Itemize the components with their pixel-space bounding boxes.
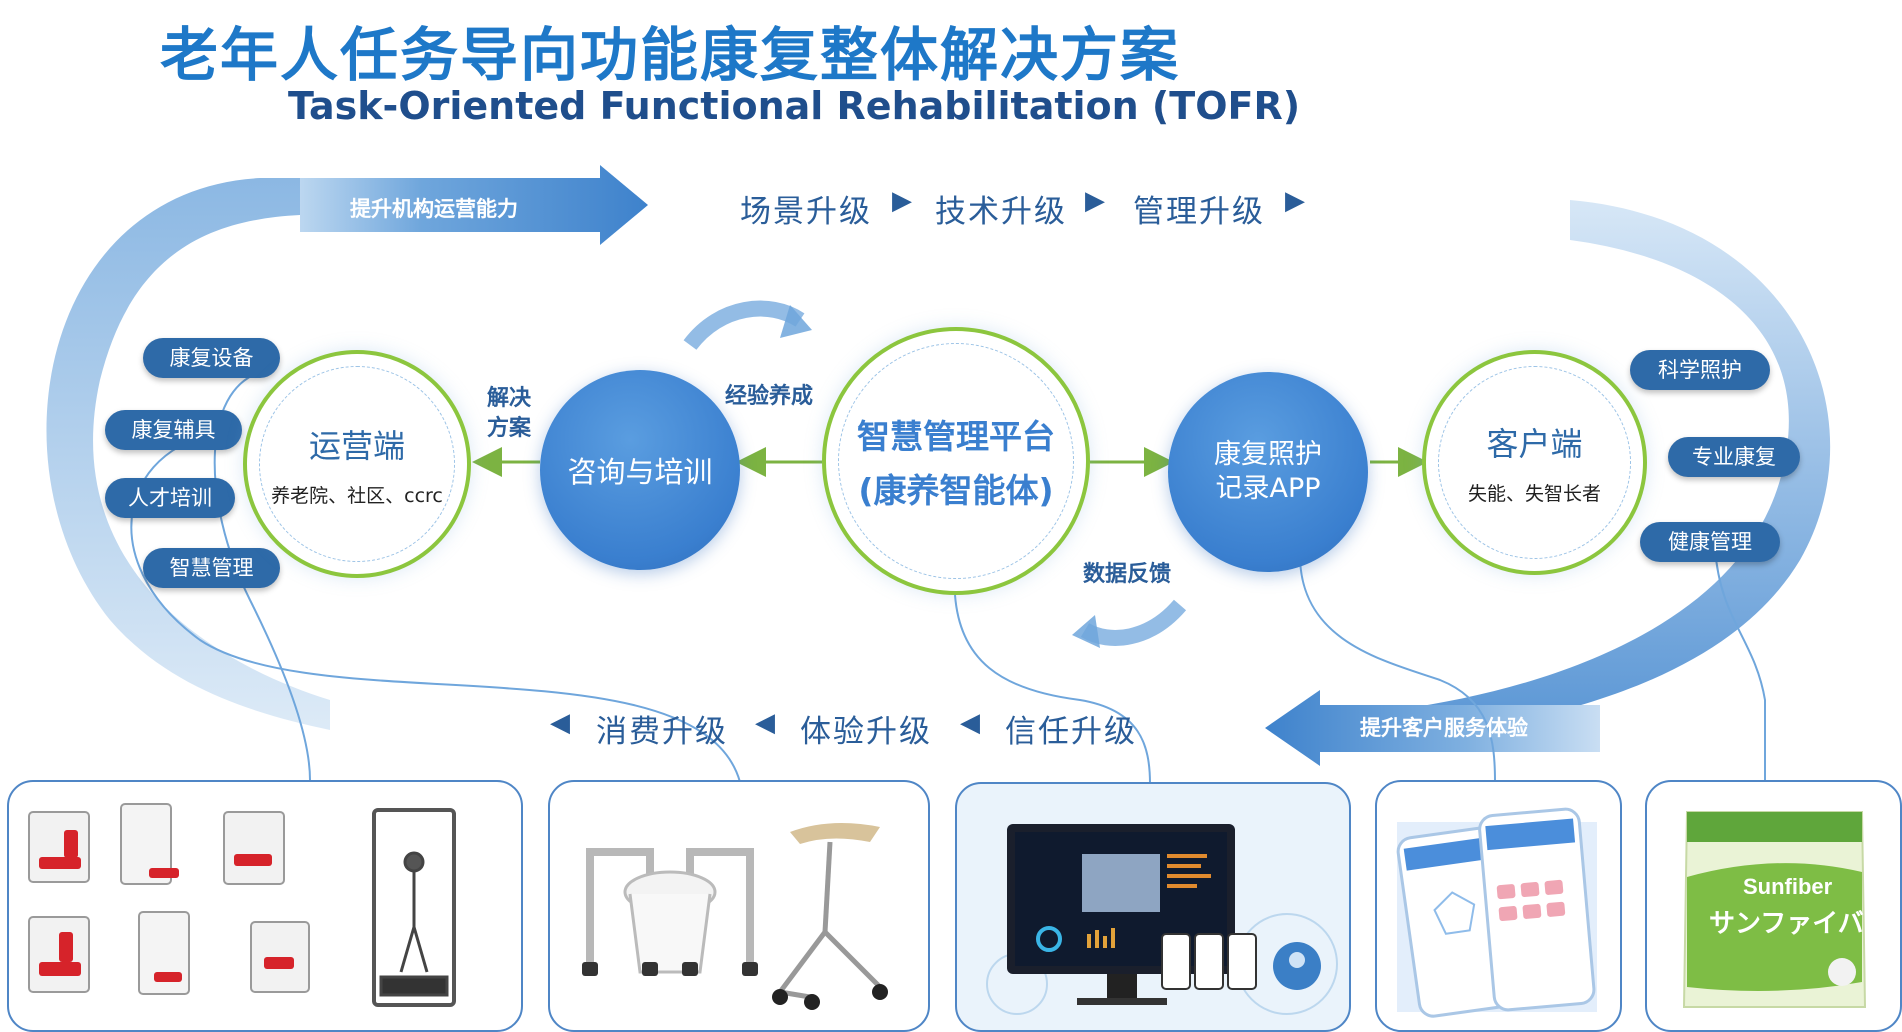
- app-phones-image: [1396, 807, 1597, 1018]
- top-band-label: 提升机构运营能力: [350, 197, 518, 221]
- experience-label: 经验养成: [725, 384, 814, 409]
- pill-scientific-care: 科学照护: [1630, 350, 1770, 390]
- flow-arrow-icon: ▶: [892, 186, 914, 216]
- consult-training-node: 咨询与培训: [540, 370, 740, 570]
- bottom-band-label: 提升客户服务体验: [1360, 716, 1528, 740]
- card-rehab-equipment: [7, 780, 523, 1032]
- flow-scene-upgrade: 场景升级: [740, 194, 872, 230]
- flow-back-arrow-icon: ◀: [755, 708, 777, 738]
- flow-experience-upgrade: 体验升级: [800, 714, 932, 750]
- pill-health-management: 健康管理: [1640, 522, 1780, 562]
- product-brand-text: Sunfiber: [1743, 874, 1833, 899]
- product-jp-text: サンファイバー: [1709, 909, 1890, 939]
- flow-arrow-icon: ▶: [1285, 186, 1307, 216]
- flow-consumption-upgrade: 消费升级: [596, 714, 728, 750]
- flow-arrow-icon: ▶: [1085, 186, 1107, 216]
- pill-talent-training: 人才培训: [105, 478, 235, 518]
- flow-trust-upgrade: 信任升级: [1005, 714, 1137, 750]
- customer-subtitle: 失能、失智长者: [1467, 483, 1601, 505]
- page-subtitle: Task-Oriented Functional Rehabilitation …: [288, 84, 1301, 128]
- flow-management-upgrade: 管理升级: [1133, 194, 1265, 230]
- sunfiber-package-image: Sunfiber サンファイバー: [1682, 811, 1890, 1008]
- page-title: 老年人任务导向功能康复整体解决方案: [160, 21, 1181, 89]
- operator-node: 运营端 养老院、社区、ccrc: [243, 350, 471, 578]
- flow-back-arrow-icon: ◀: [960, 708, 982, 738]
- customer-title: 客户端: [1486, 425, 1583, 463]
- right-loop-band: [1380, 200, 1831, 742]
- toilet-frame-walker-image: [582, 823, 888, 1010]
- app-label-line2: 记录APP: [1215, 473, 1321, 504]
- operator-subtitle: 养老院、社区、ccrc: [271, 484, 443, 507]
- dashboard-monitor-image: [986, 824, 1338, 1015]
- app-node: 康复照护 记录APP: [1168, 372, 1368, 572]
- feedback-curve-arrow: [1080, 599, 1187, 646]
- flow-tech-upgrade: 技术升级: [935, 194, 1067, 230]
- card-health-product: Sunfiber サンファイバー: [1645, 780, 1902, 1032]
- pill-rehab-equipment: 康复设备: [143, 338, 280, 378]
- platform-node: 智慧管理平台 (康养智能体): [822, 327, 1090, 595]
- pill-professional-rehab: 专业康复: [1668, 437, 1800, 477]
- rehab-machines-image: [28, 803, 456, 1007]
- card-care-app: [1375, 780, 1622, 1032]
- flow-back-arrow-icon: ◀: [550, 708, 572, 738]
- customer-node: 客户端 失能、失智长者: [1422, 350, 1647, 575]
- platform-subtitle: (康养智能体): [858, 471, 1054, 510]
- feedback-label: 数据反馈: [1083, 562, 1172, 587]
- bottom-band-arrow: [1265, 690, 1600, 766]
- pill-rehab-aids: 康复辅具: [105, 410, 242, 450]
- top-band-arrow: [300, 165, 648, 245]
- card-platform-dashboard: [955, 782, 1351, 1032]
- operator-title: 运营端: [308, 426, 405, 465]
- consult-training-label: 咨询与培训: [567, 455, 713, 489]
- solution-label: 解决 方案: [487, 386, 532, 441]
- pill-smart-management: 智慧管理: [143, 548, 280, 588]
- app-label-line1: 康复照护: [1214, 439, 1322, 470]
- platform-title: 智慧管理平台: [857, 417, 1055, 456]
- card-rehab-aids: [548, 780, 930, 1032]
